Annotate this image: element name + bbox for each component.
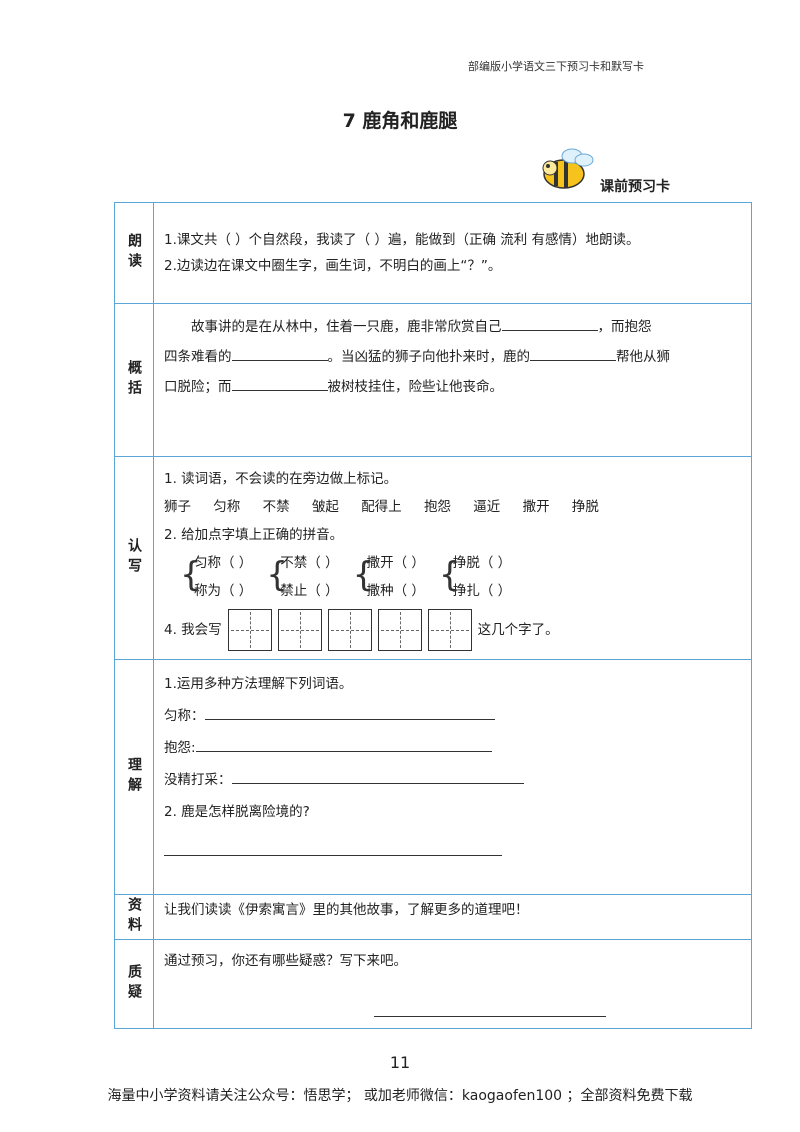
brace-icon: {	[352, 555, 375, 595]
row-question: 质疑 通过预习，你还有哪些疑惑？写下来吧。	[115, 939, 751, 1028]
summary-text-5: 帮他从狮	[616, 349, 670, 365]
pinyin-item[interactable]: 称为（ ）	[194, 583, 253, 599]
word: 挣脱	[571, 499, 599, 515]
write-q4-prefix: 4. 我会写	[164, 622, 222, 638]
tian-grid-box[interactable]	[227, 609, 272, 651]
pinyin-group: { 匀称（ ） 称为（ ）	[180, 549, 252, 605]
pinyin-item[interactable]: 撒开（ ）	[366, 555, 425, 571]
label-material: 资料	[115, 895, 154, 939]
tian-grid-box[interactable]	[377, 609, 422, 651]
preview-table: 朗读 1.课文共（ ）个自然段，我读了（ ）遍，能做到（正确 流利 有感情）地朗…	[114, 202, 752, 1029]
blank-1[interactable]	[501, 314, 598, 331]
label-write: 认写	[115, 457, 154, 659]
understand-q1: 1.运用多种方法理解下列词语。	[164, 676, 353, 692]
blank-4[interactable]	[231, 374, 328, 391]
blank-3[interactable]	[530, 344, 616, 361]
footer-note: 海量中小学资料请关注公众号：悟思学； 或加老师微信：kaogaofen100 ；…	[107, 1088, 693, 1104]
word: 撒开	[522, 499, 550, 515]
answer-line-3[interactable]	[231, 769, 524, 784]
row-write: 认写 1. 读词语，不会读的在旁边做上标记。 狮子 匀称 不禁 皱起 配得上 抱…	[115, 456, 751, 659]
term-2: 抱怨:	[164, 740, 196, 756]
brace-icon: {	[438, 555, 461, 595]
pinyin-item[interactable]: 挣扎（ ）	[452, 583, 512, 599]
page-number: 11	[389, 1053, 411, 1072]
summary-text-2: ，而抱怨	[597, 319, 652, 335]
pinyin-group: { 挣脱（ ） 挣扎（ ）	[439, 549, 511, 605]
material-text: 让我们读读《伊索寓言》里的其他故事，了解更多的道理吧！	[164, 902, 529, 918]
row-understand: 理解 1.运用多种方法理解下列词语。 匀称： 抱怨: 没精打采： 2. 鹿是怎样…	[115, 659, 751, 894]
write-q2: 2. 给加点字填上正确的拼音。	[164, 527, 344, 543]
word: 匀称	[213, 499, 241, 515]
answer-line-1[interactable]	[204, 705, 495, 720]
label-question: 质疑	[115, 940, 154, 1028]
bee-icon	[542, 148, 594, 189]
summary-text-4: 。当凶猛的狮子向他扑来时，鹿的	[327, 349, 531, 365]
blank-2[interactable]	[231, 344, 328, 361]
label-understand: 理解	[115, 660, 154, 894]
pinyin-group: { 撒开（ ） 撒种（ ）	[353, 549, 425, 605]
row-read: 朗读 1.课文共（ ）个自然段，我读了（ ）遍，能做到（正确 流利 有感情）地朗…	[115, 203, 751, 303]
answer-line-5[interactable]	[374, 1002, 606, 1017]
tian-grid-box[interactable]	[327, 609, 372, 651]
tian-grid-box[interactable]	[277, 609, 322, 651]
write-q1: 1. 读词语，不会读的在旁边做上标记。	[164, 471, 398, 487]
pinyin-group: { 不禁（ ） 禁止（ ）	[266, 549, 338, 605]
pinyin-grid: { 匀称（ ） 称为（ ） { 不禁（ ） 禁止（ ） { 撒开（ ） 撒种（ …	[180, 549, 741, 605]
term-1: 匀称：	[164, 708, 205, 724]
word: 狮子	[164, 499, 191, 515]
pinyin-item[interactable]: 挣脱（ ）	[452, 555, 512, 571]
lesson-title: 7 鹿角和鹿腿	[342, 110, 458, 132]
term-3: 没精打采：	[164, 772, 232, 788]
word: 逼近	[473, 499, 501, 515]
summary-text-7: 被树枝挂住，险些让他丧命。	[327, 379, 504, 395]
pinyin-item[interactable]: 匀称（ ）	[194, 555, 253, 571]
summary-text-3: 四条难看的	[164, 349, 232, 365]
word-list: 狮子 匀称 不禁 皱起 配得上 抱怨 逼近 撒开 挣脱	[164, 493, 741, 521]
brace-icon: {	[266, 555, 288, 595]
question-text: 通过预习，你还有哪些疑惑？写下来吧。	[164, 953, 407, 969]
word: 配得上	[361, 499, 402, 515]
word: 抱怨	[423, 499, 451, 515]
writing-boxes	[227, 609, 472, 651]
summary-text-1: 故事讲的是在从林中，住着一只鹿，鹿非常欣赏自己	[191, 319, 502, 335]
pinyin-item[interactable]: 不禁（ ）	[280, 555, 339, 571]
read-line-1: 1.课文共（ ）个自然段，我读了（ ）遍，能做到（正确 流利 有感情）地朗读。	[164, 232, 640, 248]
word: 不禁	[262, 499, 290, 515]
tian-grid-box[interactable]	[427, 609, 472, 651]
header-note: 部编版小学语文三下预习卡和默写卡	[468, 60, 644, 73]
badge-text: 课前预习卡	[600, 179, 670, 195]
write-q4-suffix: 这几个字了。	[477, 622, 559, 638]
label-read: 朗读	[115, 203, 154, 303]
row-material: 资料 让我们读读《伊索寓言》里的其他故事，了解更多的道理吧！	[115, 894, 751, 939]
read-line-2: 2.边读边在课文中圈生字，画生词，不明白的画上“？”。	[164, 258, 502, 274]
understand-q2: 2. 鹿是怎样脱离险境的?	[164, 804, 310, 820]
pinyin-item[interactable]: 撒种（ ）	[366, 583, 425, 599]
brace-icon: {	[180, 555, 202, 595]
label-summary: 概括	[115, 304, 154, 456]
answer-line-4[interactable]	[164, 841, 502, 856]
pinyin-item[interactable]: 禁止（ ）	[280, 583, 339, 599]
answer-line-2[interactable]	[195, 737, 492, 752]
word: 皱起	[311, 499, 339, 515]
summary-text-6: 口脱险；而	[164, 379, 232, 395]
row-summary: 概括 故事讲的是在从林中，住着一只鹿，鹿非常欣赏自己 ，而抱怨 四条难看的 。当凶猛…	[115, 303, 751, 456]
